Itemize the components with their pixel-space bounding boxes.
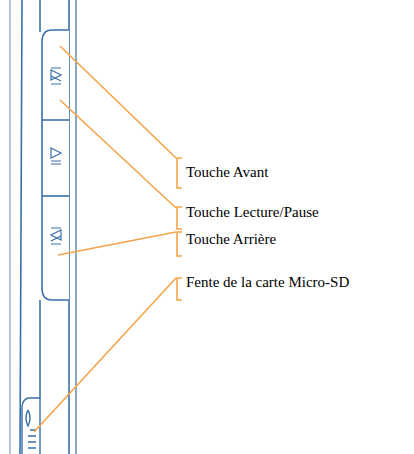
leader-line xyxy=(60,100,176,208)
part-label: Touche Avant xyxy=(186,164,268,181)
part-label: Touche Arrière xyxy=(186,231,276,248)
bracket xyxy=(177,207,182,229)
slot-outline xyxy=(22,398,40,454)
button-outline xyxy=(42,30,69,300)
bracket xyxy=(177,232,182,256)
housing-edge xyxy=(39,0,41,32)
leader-line xyxy=(58,232,176,255)
next-icon xyxy=(51,68,61,84)
housing-edge xyxy=(39,300,41,398)
micro-sd-slot xyxy=(22,398,40,454)
leader-line xyxy=(60,46,176,158)
button-icons xyxy=(51,68,61,244)
leader-line xyxy=(34,278,176,432)
button-divider xyxy=(42,195,69,197)
bracket xyxy=(177,158,182,188)
part-label: Touche Lecture/Pause xyxy=(186,204,319,221)
button-strip xyxy=(42,30,69,300)
button-divider xyxy=(42,119,69,121)
leader-lines xyxy=(34,46,176,432)
label-brackets xyxy=(177,158,182,300)
housing xyxy=(10,0,76,454)
bracket xyxy=(177,278,182,300)
part-label: Fente de la carte Micro-SD xyxy=(186,274,349,291)
play-pause-icon xyxy=(51,148,61,164)
previous-icon xyxy=(51,228,61,244)
micro-sd-logo xyxy=(26,410,36,448)
housing-edge xyxy=(10,0,11,454)
housing-edge xyxy=(20,0,22,454)
